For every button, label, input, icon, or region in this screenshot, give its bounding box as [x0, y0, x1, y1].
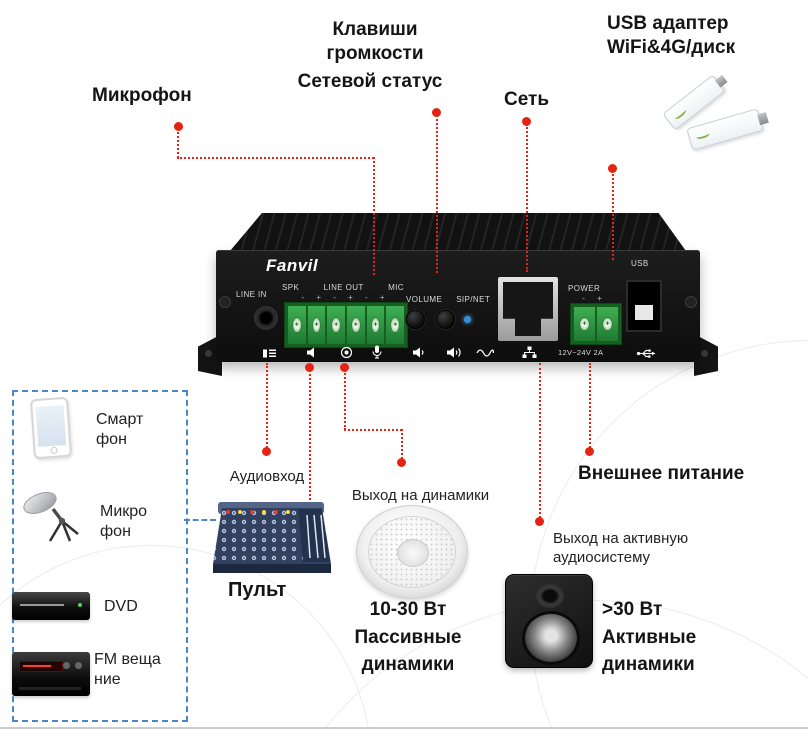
terminal-header: SPK LINE OUT MIC [282, 283, 404, 292]
wave-icon [476, 344, 494, 359]
power-label: POWER [568, 284, 601, 293]
volume-up-knob [436, 310, 455, 329]
mic-icon [372, 344, 382, 359]
usb-port [626, 280, 662, 332]
connector-dot-audio-input [262, 447, 271, 456]
connector-line [612, 170, 614, 260]
line-in-jack [254, 306, 278, 330]
desk-microphone-icon [23, 492, 79, 542]
source-label-dvd: DVD [104, 598, 138, 615]
tweeter [536, 584, 564, 608]
line-out-label: LINE OUT [323, 283, 364, 292]
label-mixer: Пульт [228, 579, 287, 601]
label-passive-speakers: 10-30 Вт Пассивные динамики [354, 599, 462, 676]
connector-dot-network [522, 117, 531, 126]
connector-line [309, 370, 311, 500]
bottom-divider [0, 727, 808, 729]
fm-radio-icon [12, 652, 90, 696]
volume-sip-labels: VOLUME SIP/NET [406, 295, 490, 304]
callout-volume-keys: Клавиши громкости [326, 19, 424, 65]
usb-trident-icon [636, 344, 656, 359]
sip-net-led [464, 316, 471, 323]
usb-label: USB [631, 259, 649, 268]
device-top-face [230, 213, 686, 251]
dongle-logo [695, 130, 711, 141]
connector-line [436, 115, 438, 273]
network-icon [522, 344, 537, 359]
connector-line [266, 363, 268, 448]
terminal-polarity: - + - + - + [301, 293, 385, 302]
dvd-player-icon [12, 592, 90, 620]
volume-down-knob [406, 310, 425, 329]
callout-external-power: Внешнее питание [578, 463, 745, 484]
usb-dongle-icon [686, 108, 764, 151]
label-speaker-output: Выход на динамики [351, 487, 490, 504]
callout-network-status: Сетевой статус [297, 71, 443, 92]
connector-dot-mixer [305, 363, 314, 372]
dongle-logo [672, 107, 688, 121]
connector-dot-volume-keys [432, 108, 441, 117]
connector-dot-microphone [174, 122, 183, 131]
ethernet-port [498, 277, 558, 341]
power-terminal-block [570, 303, 622, 345]
device-front-panel: Fanvil LINE IN SPK LINE OUT MIC - + - + … [216, 250, 700, 362]
audio-source-icon [262, 344, 277, 359]
connector-dot-power [585, 447, 594, 456]
speaker-terminal-block [284, 302, 408, 348]
connector-line [177, 157, 374, 159]
woofer [522, 611, 580, 665]
sip-net-label: SIP/NET [456, 295, 491, 304]
power-rating-label: 12V~24V 2A [558, 348, 604, 357]
audio-sources-box [12, 390, 188, 722]
brand-logo: Fanvil [266, 256, 319, 275]
connector-line [177, 128, 179, 158]
label-active-speakers: >30 Вт Активные динамики [602, 599, 697, 676]
label-active-output: Выход на активную аудиосистему [553, 530, 689, 566]
connector-line [401, 429, 403, 459]
source-label-smartphone: Смартфон [96, 411, 144, 448]
mic-label: MIC [388, 283, 404, 292]
connector-dot-usb [608, 164, 617, 173]
source-label-fm: FM вещание [94, 651, 161, 688]
spk-label: SPK [282, 283, 300, 292]
connector-line [344, 370, 346, 430]
active-speaker-icon [505, 574, 593, 668]
connector-dot-speaker-out [340, 363, 349, 372]
speaker-low-icon [412, 344, 429, 359]
connector-line [344, 429, 402, 431]
connector-dot-speaker-out-end [397, 458, 406, 467]
speaker-loud-icon [446, 344, 465, 359]
record-icon [340, 344, 353, 359]
volume-label: VOLUME [406, 295, 443, 304]
callout-microphone: Микрофон [92, 85, 192, 106]
callout-usb-adapter: USB адаптер WiFi&4G/диск [607, 13, 736, 59]
connector-line [589, 363, 591, 448]
callout-network: Сеть [504, 89, 550, 110]
label-audio-input: Аудиовход [229, 468, 305, 485]
blue-connector [184, 519, 216, 521]
connector-line [373, 157, 375, 275]
power-polarity: - + [582, 294, 602, 303]
connector-line [526, 124, 528, 272]
smartphone-icon [29, 396, 73, 460]
ceiling-speaker-icon [356, 505, 468, 599]
speaker-icon [306, 344, 321, 359]
connector-line [539, 363, 541, 518]
connector-dot-active-out [535, 517, 544, 526]
mixer-icon [213, 502, 331, 573]
line-in-label: LINE IN [236, 290, 267, 299]
source-label-microphone: Микрофон [100, 503, 148, 540]
